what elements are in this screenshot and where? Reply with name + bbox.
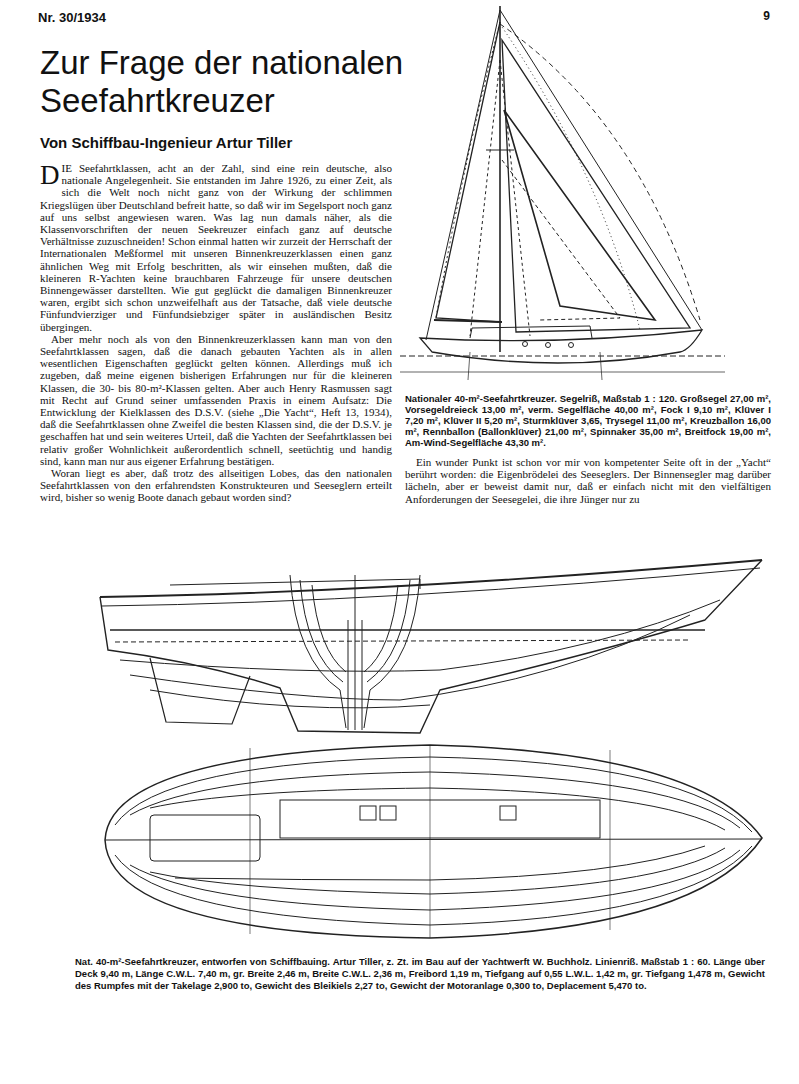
hull-plan-view [105,745,762,938]
issue-number: Nr. 30/1934 [38,10,178,26]
text-column: DIE Seefahrtklassen, acht an der Zahl, s… [40,162,392,504]
page-number: 9 [730,8,770,24]
figure-caption: Nationaler 40-m²-Seefahrtkreuzer. Segelr… [405,393,771,448]
body-paragraph: Ein wunder Punkt ist schon vor mir von k… [405,456,771,505]
sail-plan [400,6,725,380]
body-paragraph: Aber mehr noch als von den Binnenkreuzer… [40,333,392,467]
hull-profile [100,560,762,733]
figure-caption: Nat. 40-m²-Seefahrtkreuzer, entworfen vo… [75,956,765,992]
body-paragraph: Woran liegt es aber, daß trotz des allse… [40,467,392,504]
byline: Von Schiffbau-Ingenieur Artur Tiller [40,134,400,152]
body-paragraph: DIE Seefahrtklassen, acht an der Zahl, s… [40,162,392,333]
article-title: Zur Frage der nationalen Seefahrtkreuzer [40,44,420,120]
